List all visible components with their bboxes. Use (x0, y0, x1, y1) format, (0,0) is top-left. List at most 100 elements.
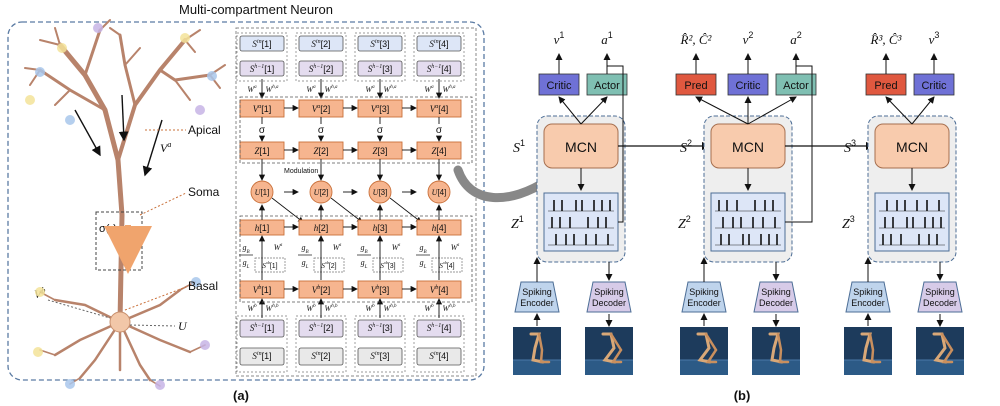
label-soma: Soma (188, 185, 220, 199)
gl-1: gL (243, 258, 250, 270)
spiking-encoder-3 (845, 281, 891, 313)
va-node-text-4: Va[4] (430, 104, 449, 114)
prev-top-3 (357, 60, 403, 77)
weight-hb-4: Wh,b (443, 304, 456, 313)
ws-4: Ws (451, 243, 460, 252)
label-basal: Basal (188, 279, 218, 293)
vb-node-4 (416, 280, 462, 299)
ws-2: Ws (333, 243, 342, 252)
sob-2 (313, 257, 345, 273)
sob-text-3: Sob[3] (380, 260, 395, 270)
panel-a: Multi-compartment Neuron Va σ(·) Vb U (7, 2, 485, 403)
u-node-4 (427, 180, 451, 204)
critic-label-2: Critic (735, 80, 761, 92)
z-label-1: Z1 (511, 214, 524, 232)
input-top-1-text: Sin[1] (252, 39, 271, 49)
sigma-3: σ (377, 125, 384, 136)
weight-b-4: Wb (424, 304, 434, 313)
input-top-3 (357, 35, 403, 52)
panel-b-label: (b) (734, 388, 751, 403)
weight-ha-4: Wh,a (443, 85, 456, 94)
spiking-decoder-3-line1: Spiking (925, 287, 955, 297)
spiking-decoder-1-line1: Spiking (594, 287, 624, 297)
sob-4 (431, 257, 463, 273)
s-label-2: S2 (680, 138, 692, 156)
vb-node-text-1: Vb[1] (253, 285, 272, 295)
spiking-encoder-3-line1: Spiking (853, 287, 883, 297)
pred-label-2: Pred (684, 80, 707, 92)
s-label-3: S3 (844, 138, 856, 156)
input-bot-3 (357, 347, 403, 366)
input-bot-2 (298, 347, 344, 366)
spiking-encoder-2-line1: Spiking (689, 287, 719, 297)
weight-ha-1: Wh,a (266, 85, 279, 94)
spiking-encoder-2 (681, 281, 727, 313)
sob-1 (254, 257, 286, 273)
weight-hb-1: Wh,b (266, 304, 279, 313)
weight-a-3: Wa (365, 85, 375, 94)
u-node-1 (250, 180, 274, 204)
spiking-encoder-1-line1: Spiking (522, 287, 552, 297)
u-node-text-4: U[4] (432, 188, 447, 197)
output-2-2: a2 (790, 30, 802, 47)
actor-label-1: Actor (594, 80, 620, 92)
weight-b-2: Wb (306, 304, 316, 313)
weight-b-1: Wb (247, 304, 257, 313)
prev-bot-3 (357, 319, 403, 338)
gl-4: gL (420, 258, 427, 270)
h-node-text-3: h[3] (373, 223, 388, 233)
vb-node-text-2: Vb[2] (312, 285, 331, 295)
va-node-text-3: Va[3] (371, 104, 390, 114)
u-label: U (178, 319, 188, 333)
input-top-2-text: Sin[2] (311, 39, 330, 49)
spiking-decoder-3-line2: Decoder (923, 298, 957, 308)
soma-body (109, 311, 131, 333)
spike-raster-1 (543, 192, 619, 252)
input-bot-4-text: Sin[4] (429, 351, 448, 361)
input-bot-2-text: Sin[2] (311, 351, 330, 361)
s-label-1: S1 (513, 138, 525, 156)
input-top-1 (239, 35, 285, 52)
spike-raster-3 (874, 192, 950, 252)
output-1-0: v1 (554, 30, 565, 47)
h-node-text-2: h[2] (314, 223, 329, 233)
ws-1: Ws (274, 243, 283, 252)
weight-hb-2: Wh,b (325, 304, 338, 313)
sigma-1: σ (259, 125, 266, 136)
z-node-text-2: Z[2] (313, 146, 328, 156)
u-node-text-1: U[1] (255, 188, 270, 197)
mcn-label-2: MCN (732, 139, 764, 155)
prev-bot-1 (239, 319, 285, 338)
prev-bot-3-text: Sh−1[3] (368, 323, 393, 333)
env-frame-2-obs (680, 327, 728, 375)
panel-a-frame (7, 21, 485, 381)
synapses (25, 23, 217, 390)
h-node-text-4: h[4] (432, 223, 447, 233)
input-bot-1-text: Sin[1] (252, 351, 271, 361)
compartment-grid-frame (235, 27, 477, 377)
modulation-label: Modulation (284, 168, 318, 175)
transition-arrow (453, 165, 553, 203)
env-frame-2-act (752, 327, 800, 375)
u-node-text-3: U[3] (373, 188, 388, 197)
prev-bot-2 (298, 319, 344, 338)
weight-ha-3: Wh,a (384, 85, 397, 94)
input-bot-4 (416, 347, 462, 366)
weight-a-4: Wa (424, 85, 434, 94)
weight-a-1: Wa (247, 85, 257, 94)
input-top-4 (416, 35, 462, 52)
input-bot-3-text: Sin[3] (370, 351, 389, 361)
va-node-text-2: Va[2] (312, 104, 331, 114)
prev-top-2 (298, 60, 344, 77)
prev-top-2-text: Sh−1[2] (309, 64, 334, 74)
weight-ha-2: Wh,a (325, 85, 338, 94)
z-label-2: Z2 (678, 214, 691, 232)
label-apical: Apical (188, 123, 221, 137)
vb-node-3 (357, 280, 403, 299)
va-label: Va (160, 140, 171, 155)
spiking-decoder-2-line1: Spiking (761, 287, 791, 297)
weight-b-3: Wb (365, 304, 375, 313)
gl-3: gL (361, 258, 368, 270)
gl-2: gL (302, 258, 309, 270)
